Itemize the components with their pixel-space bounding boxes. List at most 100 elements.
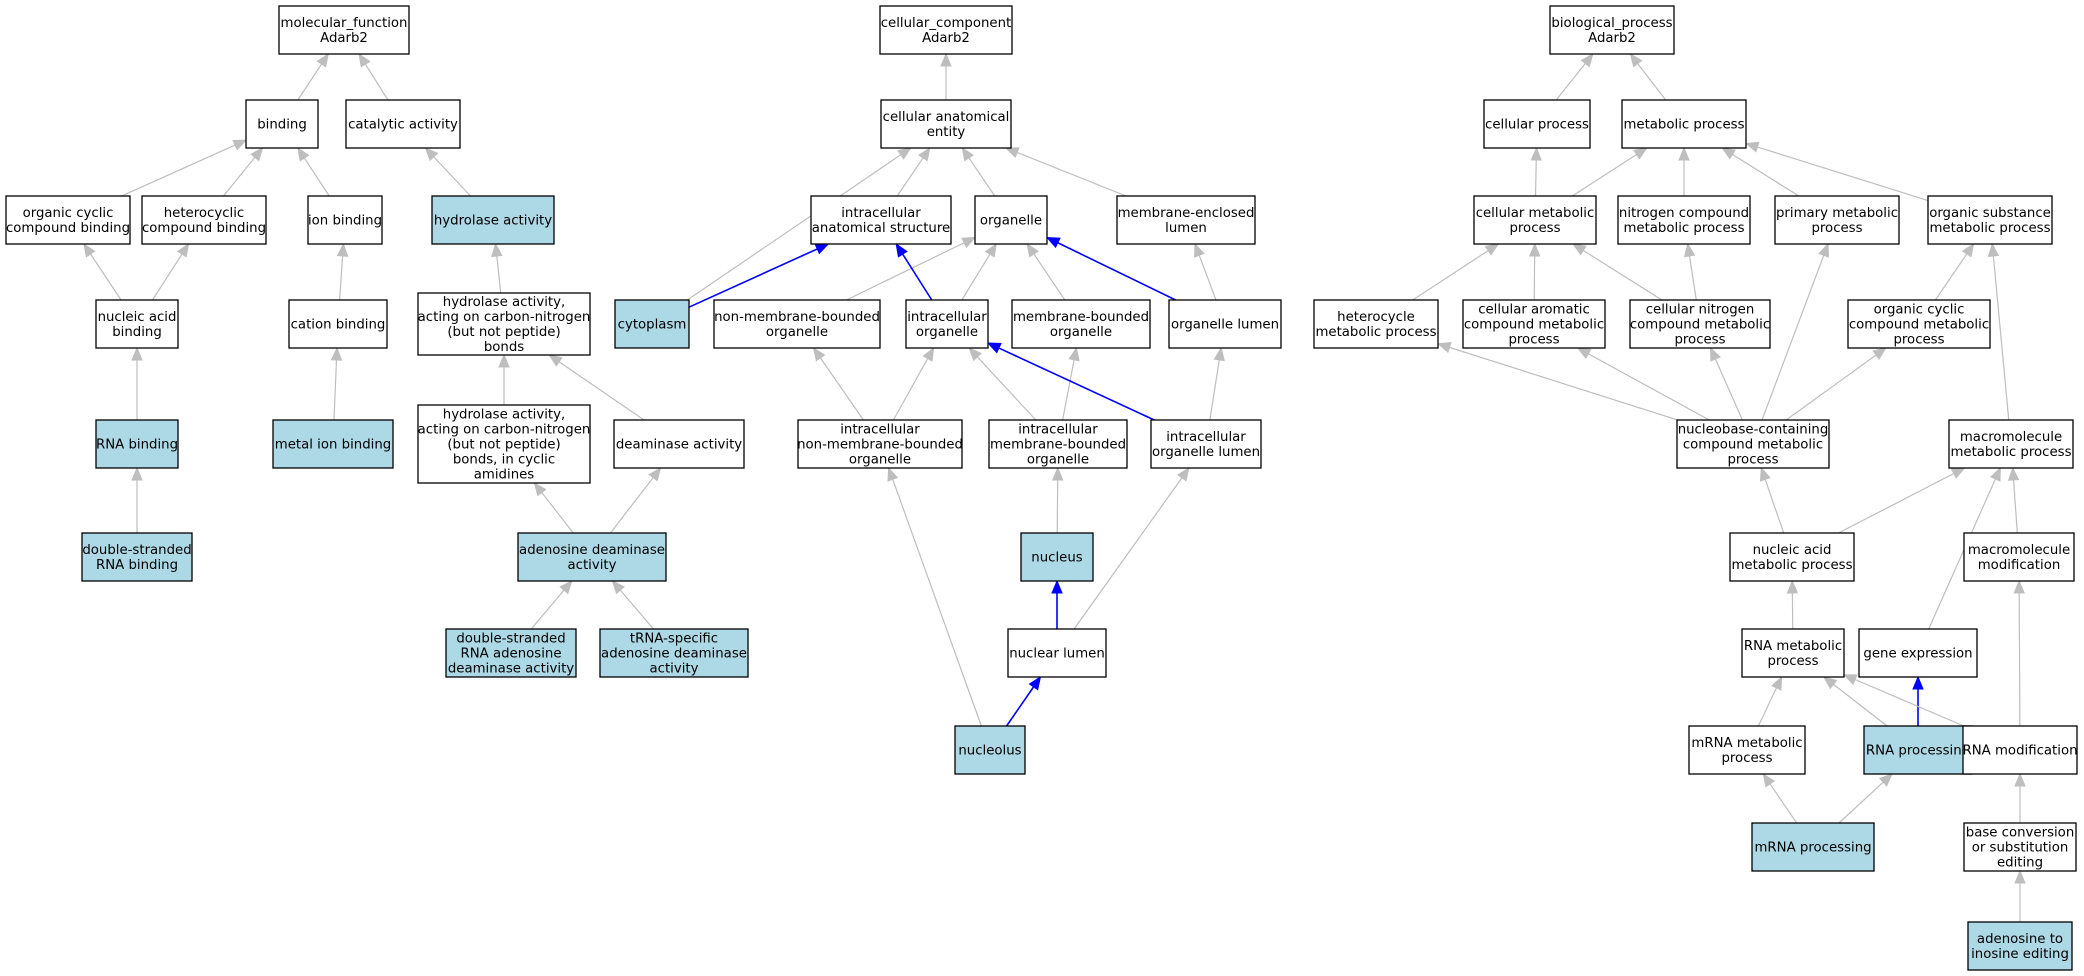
node-organelle[interactable]: organelle bbox=[974, 195, 1048, 245]
node-binding[interactable]: binding bbox=[245, 99, 319, 149]
node-cell-proc[interactable]: cellular process bbox=[1483, 99, 1591, 149]
node-label-line: process bbox=[1674, 333, 1725, 348]
node-label-line: primary metabolic bbox=[1776, 206, 1898, 221]
edge-line bbox=[1757, 146, 1929, 202]
node-label-line: compound metabolic bbox=[1630, 318, 1770, 333]
edge-line bbox=[976, 356, 1037, 421]
node-org-lumen[interactable]: organelle lumen bbox=[1168, 299, 1282, 349]
edge-line bbox=[1934, 253, 1968, 301]
node-intra-non-mem[interactable]: intracellularnon-membrane-boundedorganel… bbox=[797, 419, 963, 469]
node-label-line: cellular nitrogen bbox=[1646, 303, 1755, 318]
node-label-line: double-stranded bbox=[82, 543, 191, 558]
node-box bbox=[1847, 299, 1991, 349]
node-box bbox=[974, 195, 1048, 245]
node-rna-mod[interactable]: RNA modification bbox=[1962, 725, 2078, 775]
node-label-line: intracellular bbox=[1166, 430, 1246, 445]
edge-arrowhead bbox=[895, 242, 908, 258]
node-label-line: deaminase activity bbox=[448, 662, 574, 677]
node-box bbox=[278, 5, 410, 55]
edge-arrowhead bbox=[498, 353, 510, 368]
node-gene-expr[interactable]: gene expression bbox=[1858, 628, 1978, 678]
edge-intra_org-to-intra_struct bbox=[895, 242, 933, 301]
edges-layer bbox=[83, 52, 2026, 922]
node-nuclear-lumen[interactable]: nuclear lumen bbox=[1007, 628, 1107, 678]
node-box bbox=[345, 99, 461, 149]
edge-arrowhead bbox=[83, 242, 96, 258]
node-met-proc[interactable]: metabolic process bbox=[1621, 99, 1747, 149]
node-label-line: nucleobase-containing bbox=[1678, 423, 1829, 438]
edge-arrowhead bbox=[986, 342, 1002, 354]
node-cytoplasm[interactable]: cytoplasm bbox=[614, 299, 690, 349]
edge-ds_rna_bind-to-rna_bind bbox=[131, 466, 143, 533]
edge-line bbox=[819, 357, 864, 421]
node-hydrolase-cn[interactable]: hydrolase activity,acting on carbon-nitr… bbox=[417, 292, 591, 356]
node-nucleolus[interactable]: nucleolus bbox=[954, 725, 1026, 775]
node-label-line: RNA modification bbox=[1962, 744, 2077, 759]
edge-line bbox=[303, 157, 330, 197]
node-catalytic[interactable]: catalytic activity bbox=[345, 99, 461, 149]
node-box bbox=[810, 195, 952, 245]
edge-line bbox=[1732, 153, 1800, 197]
edge-macro_mod-to-macro_met bbox=[2007, 466, 2020, 534]
node-rna-proc[interactable]: RNA processing bbox=[1863, 725, 1973, 775]
node-label-line: compound binding bbox=[142, 221, 266, 236]
node-label-line: nucleolus bbox=[958, 744, 1021, 759]
node-box bbox=[599, 628, 749, 678]
node-box bbox=[1729, 532, 1855, 582]
node-cation-bind[interactable]: cation binding bbox=[288, 299, 388, 349]
node-mrna-proc[interactable]: mRNA processing bbox=[1751, 822, 1875, 872]
node-hydrolase-cn-cyclic[interactable]: hydrolase activity,acting on carbon-nitr… bbox=[417, 404, 591, 484]
node-label-line: macromolecule bbox=[1960, 430, 2062, 445]
edge-line bbox=[1198, 255, 1217, 301]
node-hydrolase[interactable]: hydrolase activity bbox=[431, 195, 555, 245]
node-metal-ion-bind[interactable]: metal ion binding bbox=[272, 419, 394, 469]
node-box bbox=[988, 419, 1128, 469]
edge-arrowhead bbox=[1710, 346, 1721, 362]
node-label-line: intracellular bbox=[840, 423, 920, 438]
edge-line bbox=[433, 156, 471, 197]
node-rna-bind[interactable]: RNA binding bbox=[95, 419, 179, 469]
node-deaminase[interactable]: deaminase activity bbox=[613, 419, 745, 469]
edge-line bbox=[1033, 253, 1066, 301]
node-box bbox=[1927, 195, 2053, 245]
edge-nitrogen_met-to-met_proc bbox=[1678, 146, 1690, 196]
node-nucleus[interactable]: nucleus bbox=[1020, 532, 1094, 582]
node-ion-bind[interactable]: ion binding bbox=[307, 195, 383, 245]
edge-gene_expr-to-macro_met bbox=[1928, 466, 2001, 630]
edge-cae-to-cc_root bbox=[940, 52, 952, 100]
